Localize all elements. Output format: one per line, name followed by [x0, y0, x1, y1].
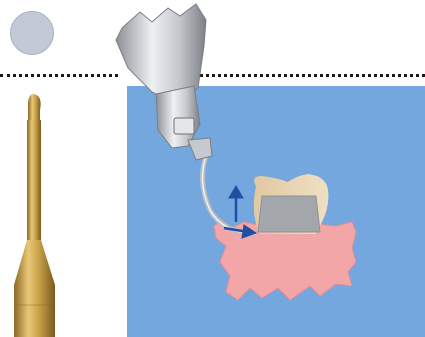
crown-preparation: [258, 196, 320, 232]
handpiece-connector: [174, 118, 194, 134]
